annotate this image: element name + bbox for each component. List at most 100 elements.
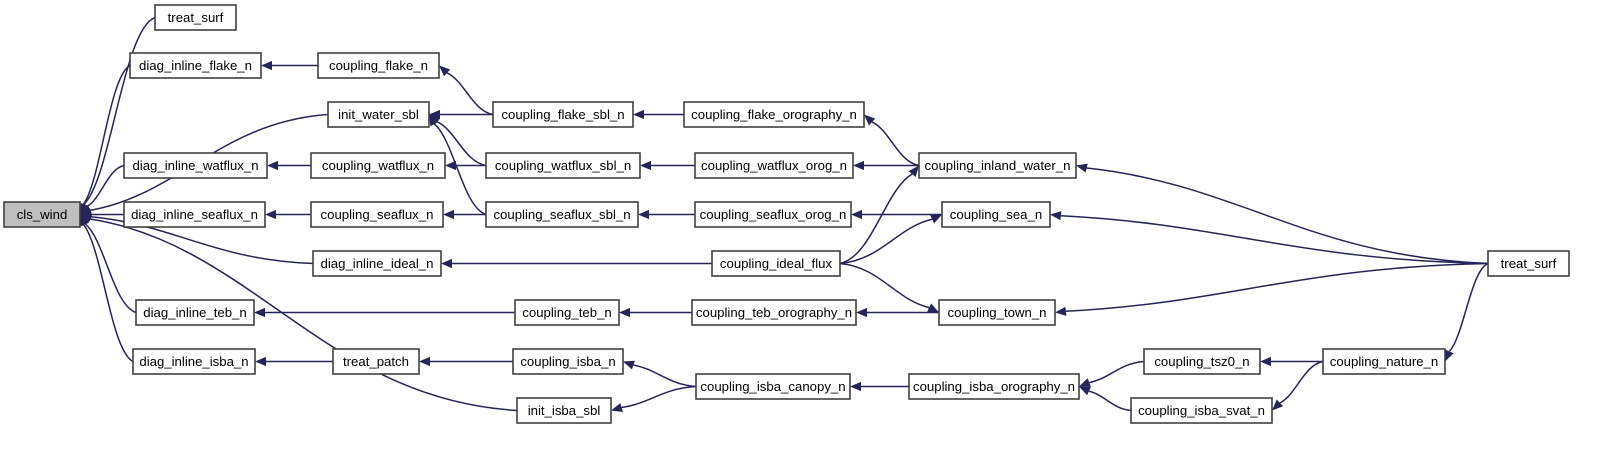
node-box[interactable] [129, 52, 262, 79]
node-diag_inline_teb_n[interactable]: diag_inline_teb_n [135, 299, 255, 326]
node-coupling_flake_n[interactable]: coupling_flake_n [317, 52, 440, 79]
node-diag_inline_ideal_n[interactable]: diag_inline_ideal_n [312, 250, 442, 277]
node-treat_patch[interactable]: treat_patch [332, 348, 420, 375]
node-label: cls_wind [17, 207, 68, 222]
edge-line [89, 218, 518, 412]
node-diag_inline_watflux_n[interactable]: diag_inline_watflux_n [123, 152, 268, 179]
arrow-head-icon [1050, 211, 1062, 221]
node-coupling_isba_n[interactable]: coupling_isba_n [512, 348, 624, 375]
node-box[interactable] [327, 101, 430, 128]
arrow-head-icon [255, 356, 266, 367]
node-coupling_isba_orography_n[interactable]: coupling_isba_orography_n [908, 373, 1080, 400]
arrow-head-icon [265, 209, 276, 220]
node-cls_wind[interactable]: cls_wind [3, 201, 81, 228]
node-box[interactable] [123, 152, 268, 179]
node-box[interactable] [691, 299, 857, 326]
node-coupling_watflux_orog_n[interactable]: coupling_watflux_orog_n [694, 152, 854, 179]
node-box[interactable] [485, 201, 639, 228]
node-box[interactable] [312, 250, 442, 277]
node-coupling_seaflux_n[interactable]: coupling_seaflux_n [310, 201, 444, 228]
node-init_isba_sbl[interactable]: init_isba_sbl [516, 397, 612, 424]
node-box[interactable] [683, 101, 865, 128]
node-box[interactable] [516, 397, 612, 424]
node-box[interactable] [310, 152, 446, 179]
call-edge [856, 307, 939, 318]
node-box[interactable] [1130, 397, 1273, 424]
node-coupling_sea_n[interactable]: coupling_sea_n [941, 201, 1051, 228]
node-coupling_tsz0_n[interactable]: coupling_tsz0_n [1143, 348, 1261, 375]
call-edge [429, 114, 487, 216]
node-label: coupling_seaflux_sbl_n [493, 207, 630, 222]
node-coupling_seaflux_sbl_n[interactable]: coupling_seaflux_sbl_n [485, 201, 639, 228]
node-box[interactable] [1143, 348, 1261, 375]
node-box[interactable] [514, 299, 620, 326]
node-box[interactable] [1322, 348, 1446, 375]
node-coupling_town_n[interactable]: coupling_town_n [938, 299, 1056, 326]
arrow-head-icon [638, 209, 649, 220]
call-edge [439, 65, 494, 116]
node-coupling_watflux_n[interactable]: coupling_watflux_n [310, 152, 446, 179]
node-box[interactable] [694, 201, 852, 228]
arrow-head-icon [864, 114, 876, 126]
node-box[interactable] [492, 101, 634, 128]
node-coupling_inland_water_n[interactable]: coupling_inland_water_n [918, 152, 1077, 179]
node-box[interactable] [941, 201, 1051, 228]
node-box[interactable] [908, 373, 1080, 400]
node-label: coupling_seaflux_orog_n [700, 207, 847, 222]
arrow-head-icon [633, 109, 644, 120]
node-label: coupling_flake_sbl_n [501, 107, 624, 122]
edge-line [82, 64, 131, 205]
node-coupling_seaflux_orog_n[interactable]: coupling_seaflux_orog_n [694, 201, 852, 228]
node-label: coupling_watflux_orog_n [701, 158, 847, 173]
node-box[interactable] [310, 201, 444, 228]
node-diag_inline_flake_n[interactable]: diag_inline_flake_n [129, 52, 262, 79]
node-coupling_nature_n[interactable]: coupling_nature_n [1322, 348, 1446, 375]
arrow-head-icon [1055, 306, 1067, 316]
node-box[interactable] [135, 299, 255, 326]
node-label: coupling_town_n [948, 305, 1047, 320]
node-box[interactable] [711, 250, 841, 277]
node-coupling_teb_orography_n[interactable]: coupling_teb_orography_n [691, 299, 857, 326]
node-box[interactable] [512, 348, 624, 375]
node-diag_inline_isba_n[interactable]: diag_inline_isba_n [132, 348, 256, 375]
node-label: init_isba_sbl [528, 403, 601, 418]
node-init_water_sbl[interactable]: init_water_sbl [327, 101, 430, 128]
node-box[interactable] [123, 201, 266, 228]
node-box[interactable] [938, 299, 1056, 326]
node-box[interactable] [695, 373, 851, 400]
node-label: coupling_isba_orography_n [913, 379, 1075, 394]
call-edge [1079, 360, 1145, 387]
node-coupling_isba_svat_n[interactable]: coupling_isba_svat_n [1130, 397, 1273, 424]
call-edge [419, 356, 513, 367]
node-box[interactable] [918, 152, 1077, 179]
node-coupling_flake_sbl_n[interactable]: coupling_flake_sbl_n [492, 101, 634, 128]
node-box[interactable] [3, 201, 81, 228]
call-edge [80, 214, 518, 412]
node-box[interactable] [317, 52, 440, 79]
node-box[interactable] [1487, 250, 1570, 277]
node-treat_surf_left[interactable]: treat_surf [154, 4, 237, 31]
call-edge [1445, 262, 1489, 362]
node-treat_surf_right[interactable]: treat_surf [1487, 250, 1570, 277]
arrow-head-icon [851, 209, 862, 220]
arrow-head-icon [623, 360, 635, 370]
node-label: coupling_isba_svat_n [1138, 403, 1265, 418]
edge-line [839, 173, 913, 265]
arrow-head-icon [930, 214, 942, 224]
node-box[interactable] [132, 348, 256, 375]
node-coupling_isba_canopy_n[interactable]: coupling_isba_canopy_n [695, 373, 851, 400]
node-diag_inline_seaflux_n[interactable]: diag_inline_seaflux_n [123, 201, 266, 228]
call-edge [445, 160, 486, 171]
node-box[interactable] [332, 348, 420, 375]
call-edge [1050, 211, 1489, 265]
node-coupling_teb_n[interactable]: coupling_teb_n [514, 299, 620, 326]
node-label: coupling_nature_n [1330, 354, 1439, 369]
node-coupling_ideal_flux[interactable]: coupling_ideal_flux [711, 250, 841, 277]
node-box[interactable] [694, 152, 854, 179]
node-box[interactable] [485, 152, 641, 179]
arrow-head-icon [267, 160, 278, 171]
node-box[interactable] [154, 4, 237, 31]
node-label: coupling_isba_n [520, 354, 615, 369]
node-coupling_flake_orography_n[interactable]: coupling_flake_orography_n [683, 101, 865, 128]
node-coupling_watflux_sbl_n[interactable]: coupling_watflux_sbl_n [485, 152, 641, 179]
